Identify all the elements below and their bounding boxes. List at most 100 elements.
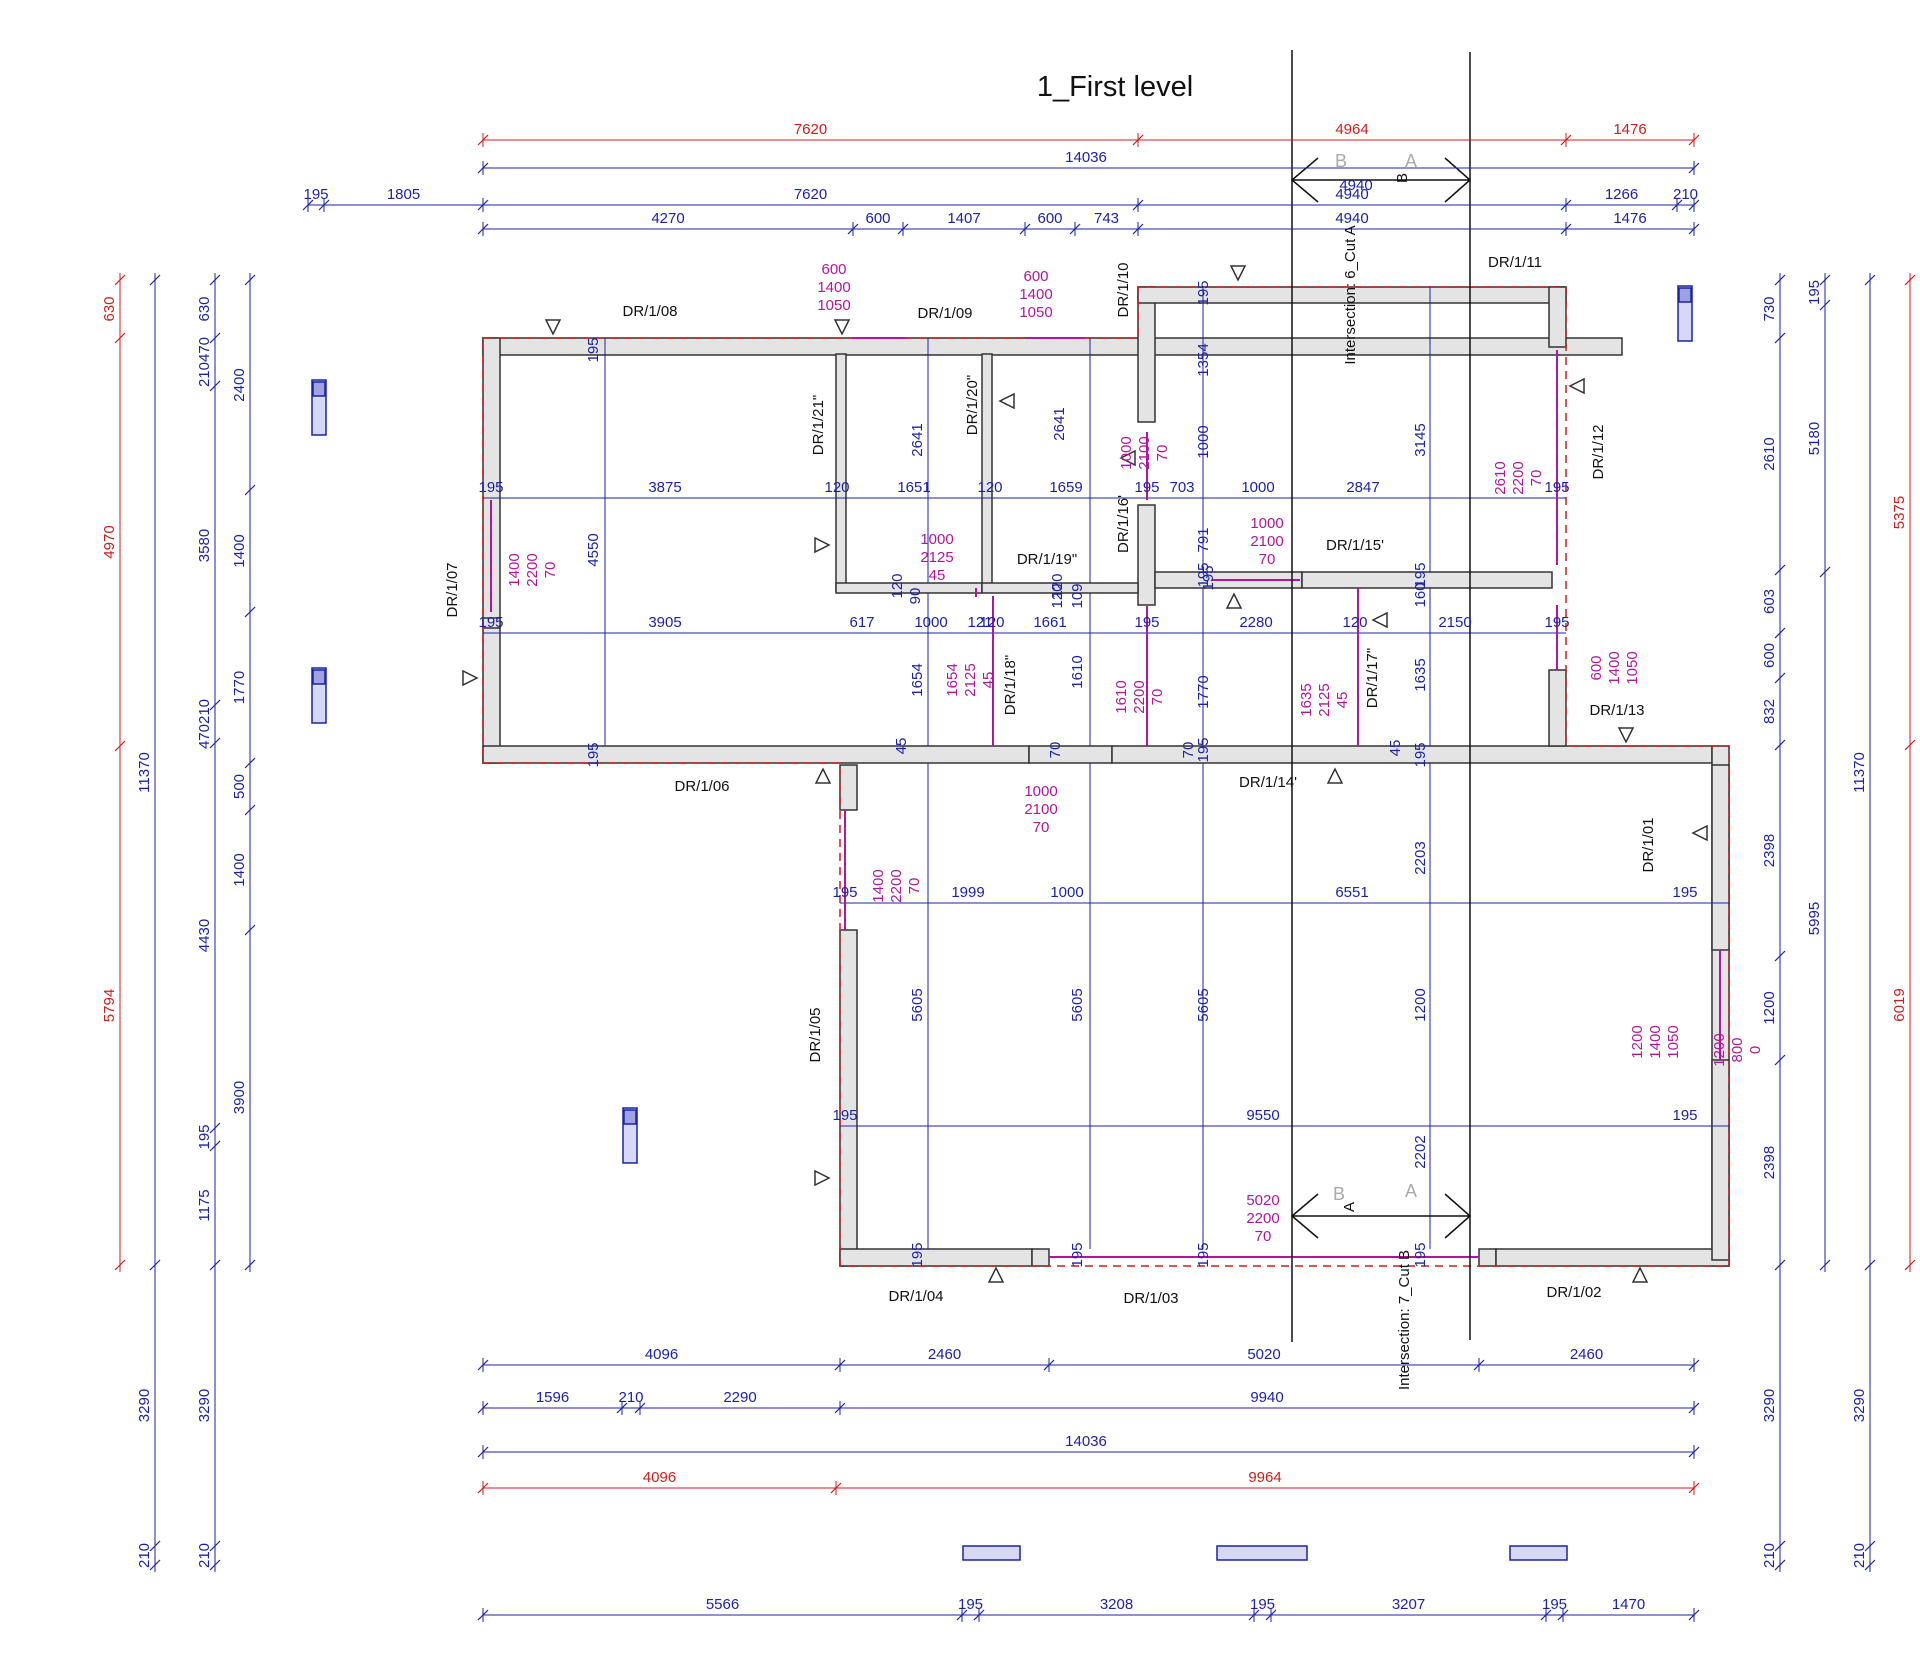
interior-dim: 120 — [1342, 614, 1367, 631]
dim-value: 630 — [101, 296, 118, 321]
dim-value: 195 — [1542, 1596, 1567, 1613]
interior-dim: 45 — [1387, 740, 1404, 757]
interior-dim: 1651 — [897, 479, 930, 496]
view-marker-icon — [833, 319, 851, 336]
dim-value: 195 — [1250, 1596, 1275, 1613]
interior-dim: 195 — [1200, 565, 1217, 590]
wall-segment — [1137, 504, 1156, 606]
opening-value: 2125 — [920, 549, 953, 566]
opening-value: 1400 — [1647, 1025, 1664, 1058]
interior-dim: 2847 — [1346, 479, 1379, 496]
cut-label-right: A — [1405, 151, 1417, 171]
interior-dim: 195 — [585, 337, 602, 362]
interior-dim: 5605 — [1195, 988, 1212, 1021]
dim-value: 5375 — [1891, 496, 1908, 529]
wall-segment — [482, 337, 1623, 356]
interior-dim: 2280 — [1239, 614, 1272, 631]
dim-value: 500 — [231, 774, 248, 799]
opening-value: 1050 — [1665, 1025, 1682, 1058]
dim-value: 730 — [1761, 296, 1778, 321]
interior-dim: 1654 — [909, 663, 926, 696]
dim-value: 6019 — [1891, 988, 1908, 1021]
dim-value: 210 — [618, 1389, 643, 1406]
opening-value: 1635 — [1298, 683, 1315, 716]
opening-value: 70 — [1259, 551, 1276, 568]
dim-value: 1470 — [1612, 1596, 1645, 1613]
interior-dim: 3905 — [648, 614, 681, 631]
opening-value: 1000 — [1250, 515, 1283, 532]
wall-segment — [1711, 1059, 1730, 1261]
element-label: DR/1/20" — [964, 375, 981, 435]
interior-dim: 2150 — [1438, 614, 1471, 631]
interior-dim: 1610 — [1069, 655, 1086, 688]
dim-value: 3290 — [196, 1389, 213, 1422]
dim-value: 3207 — [1392, 1596, 1425, 1613]
interior-dim: 120 — [979, 614, 1004, 631]
opening-value: 45 — [929, 567, 946, 584]
wall-segment — [482, 745, 1030, 764]
view-markers — [462, 265, 1708, 1283]
interior-dim: 195 — [1134, 614, 1159, 631]
dim-value: 11370 — [1851, 752, 1868, 793]
element-label: DR/1/02 — [1546, 1284, 1601, 1301]
wall-segment — [839, 929, 858, 1267]
right-red-chain: 5375 6019 — [1891, 273, 1916, 1272]
view-marker-icon — [1119, 449, 1136, 467]
dim-value: 3290 — [136, 1389, 153, 1422]
interior-dimension-lines — [483, 287, 1729, 1249]
column-symbol-cap — [623, 1109, 637, 1125]
interior-dim: 120 — [889, 573, 906, 598]
interior-dim: 195 — [1412, 562, 1429, 587]
interior-dim: 121 — [967, 614, 992, 631]
opening-value: 2100 — [1136, 436, 1153, 469]
dim-value: 3208 — [1100, 1596, 1133, 1613]
opening-value: 1400 — [1606, 651, 1623, 684]
dim-value: 1805 — [387, 186, 420, 203]
cut-label-left: B — [1335, 151, 1347, 171]
cut-arrow-bottom — [1290, 1193, 1472, 1239]
interior-dim: 1000 — [1195, 425, 1212, 458]
view-marker-icon — [1371, 611, 1388, 629]
interior-dim: 120 — [1049, 583, 1066, 608]
dim-value: 4964 — [1335, 121, 1368, 138]
opening-value: 70 — [1154, 445, 1171, 462]
dim-value: 1476 — [1613, 121, 1646, 138]
wall-segment — [839, 1248, 1033, 1267]
element-symbols — [311, 285, 1693, 1561]
opening-value: 2200 — [888, 869, 905, 902]
interior-dim: 195 — [1134, 479, 1159, 496]
view-marker-icon — [1691, 824, 1708, 842]
dim-value: 3290 — [1851, 1389, 1868, 1422]
view-marker-icon — [1229, 265, 1247, 282]
building-outline — [482, 286, 1730, 1267]
interior-dim: 791 — [1195, 527, 1212, 552]
cut-intersection-label: Intersection: 7_Cut B — [1396, 1250, 1413, 1390]
opening-value: 600 — [1023, 268, 1048, 285]
element-label: DR/1/15' — [1326, 537, 1384, 554]
view-marker-icon — [814, 1169, 831, 1187]
interior-dim: 120 — [977, 479, 1002, 496]
interior-dim: 45 — [893, 738, 910, 755]
opening-value: 1200 — [1629, 1025, 1646, 1058]
interior-dim: 1000 — [1241, 479, 1274, 496]
dim-value: 14036 — [1065, 149, 1107, 166]
dim-value: 2460 — [928, 1346, 961, 1363]
wall-segment — [839, 764, 858, 811]
dim-value: 3580 — [196, 529, 213, 562]
